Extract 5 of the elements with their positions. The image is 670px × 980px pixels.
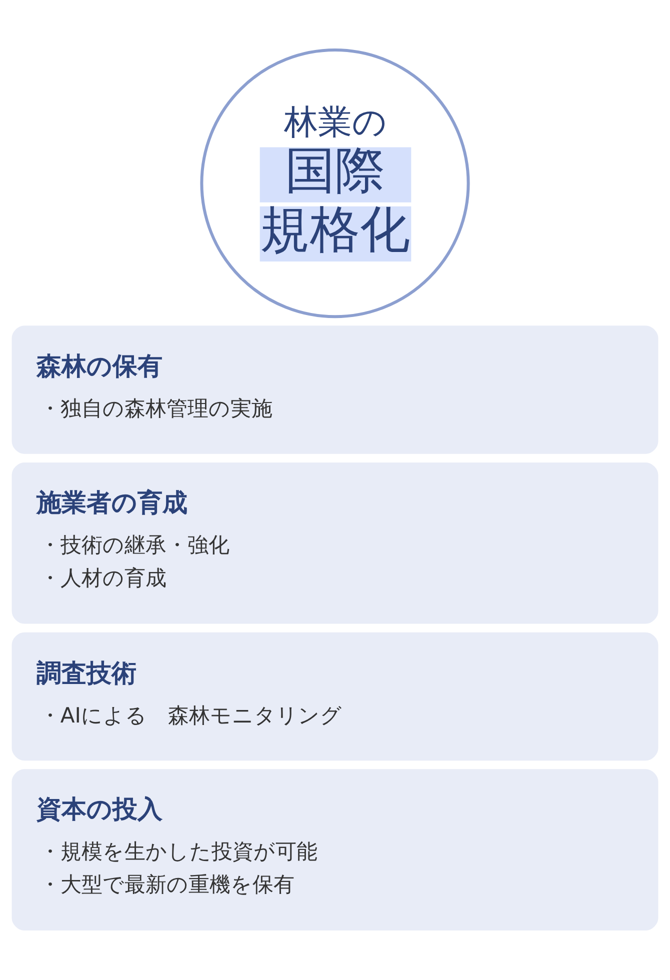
node-box: 施業者の育成 ・技術の継承・強化 ・人材の育成: [12, 462, 658, 624]
node-box: 調査技術 ・AIによる 森林モニタリング: [12, 632, 658, 761]
node-box: 資本の投入 ・規模を生かした投資が可能 ・大型で最新の重機を保有: [12, 769, 658, 930]
node-box: 森林の保有 ・独自の森林管理の実施: [12, 326, 658, 454]
node-circle: 林業の 国際規格化: [200, 48, 470, 318]
